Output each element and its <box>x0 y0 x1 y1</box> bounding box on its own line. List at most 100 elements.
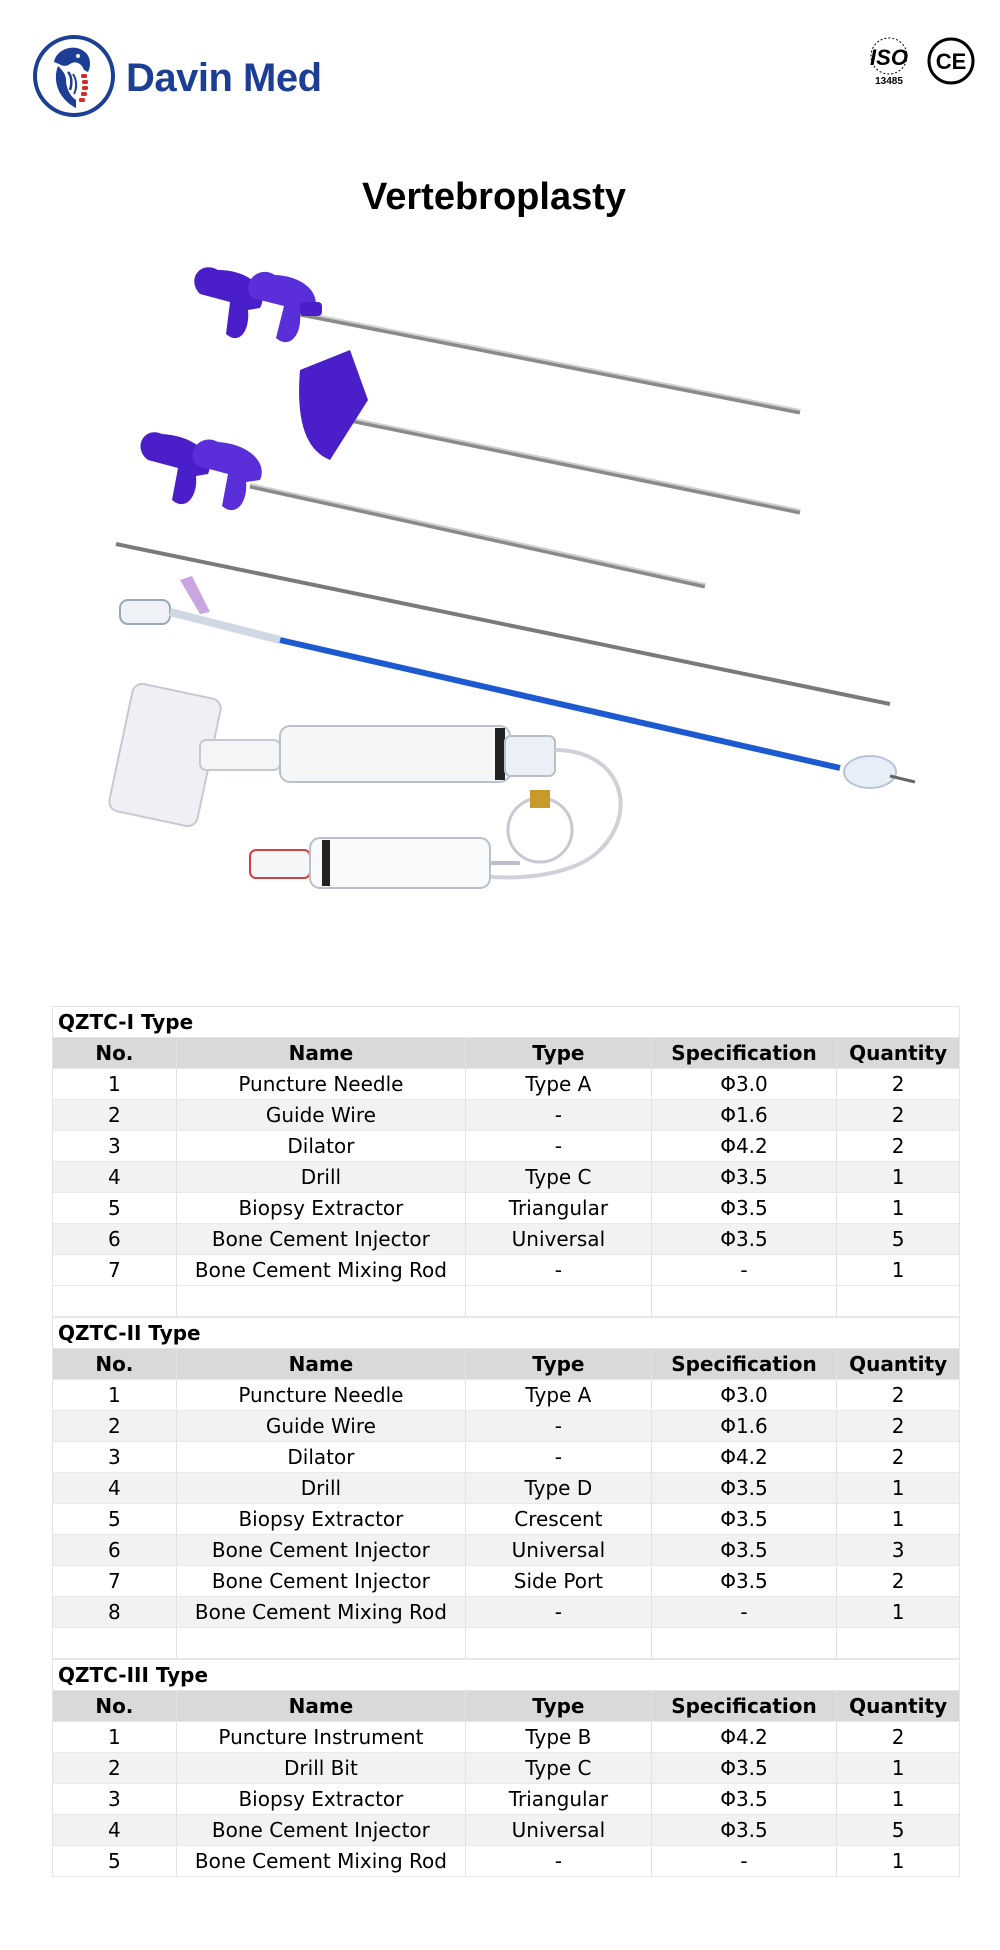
cell-type: Triangular <box>466 1193 652 1223</box>
cement-injector-illustration <box>108 682 623 889</box>
cell-name: Bone Cement Injector <box>177 1566 467 1596</box>
cell-name: Biopsy Extractor <box>177 1193 467 1223</box>
cell-no: 7 <box>53 1255 177 1285</box>
cell-specification: Φ3.0 <box>652 1069 838 1099</box>
cell-name: Bone Cement Mixing Rod <box>177 1846 467 1876</box>
cell-no: 5 <box>53 1846 177 1876</box>
cell-type: Crescent <box>466 1504 652 1534</box>
cell-quantity: 1 <box>891 1507 905 1531</box>
cell-no: 1 <box>53 1069 177 1099</box>
empty-cell <box>466 1286 652 1316</box>
cell-type: Side Port <box>466 1566 652 1596</box>
cell-name: Drill <box>176 1162 467 1192</box>
cell-specification: Φ3.5 <box>651 1473 838 1503</box>
cell-specification: - <box>652 1255 838 1285</box>
cell-specification: Φ3.5 <box>651 1535 838 1565</box>
cell-quantity: 2 <box>891 1569 905 1593</box>
cell-type: - <box>466 1255 652 1285</box>
cell-no: 5 <box>53 1193 177 1223</box>
empty-cell <box>53 1286 177 1316</box>
cell-name: Bone Cement Injector <box>176 1815 467 1845</box>
dilator-illustration <box>299 350 801 515</box>
column-header-name: Name <box>176 1038 467 1068</box>
cell-specification: Φ4.2 <box>652 1442 838 1472</box>
column-header-quantity: Quantity <box>837 1038 960 1068</box>
table-spacer-row <box>53 1628 959 1659</box>
cell-specification: Φ3.0 <box>652 1380 838 1410</box>
iso-label: ISO <box>870 45 908 70</box>
cell-specification: Φ1.6 <box>651 1100 838 1130</box>
cell-no: 2 <box>53 1100 177 1130</box>
kit-title: QZTC-II Type <box>53 1318 959 1349</box>
cell-name: Drill Bit <box>176 1753 467 1783</box>
cell-specification: - <box>651 1597 838 1627</box>
column-header-type: Type <box>466 1038 652 1068</box>
cell-quantity: 1 <box>891 1787 905 1811</box>
cell-type: Type A <box>466 1069 652 1099</box>
cell-specification: Φ3.5 <box>651 1162 838 1192</box>
cell-type: - <box>466 1846 652 1876</box>
cell-type: - <box>466 1411 652 1441</box>
cell-quantity: 3 <box>837 1535 960 1565</box>
cell-specification: Φ3.5 <box>652 1193 838 1223</box>
cell-type: Type C <box>466 1753 652 1783</box>
cell-type: Universal <box>466 1224 652 1254</box>
cell-no: 7 <box>53 1566 177 1596</box>
kit-title: QZTC-III Type <box>53 1660 959 1691</box>
cell-no: 1 <box>53 1722 177 1752</box>
column-header-no: No. <box>53 1038 177 1068</box>
cell-type: Triangular <box>466 1784 652 1814</box>
cell-name: Bone Cement Mixing Rod <box>176 1597 467 1627</box>
cell-name: Bone Cement Injector <box>176 1224 467 1254</box>
cell-type: Universal <box>466 1535 652 1565</box>
cell-no: 5 <box>53 1504 177 1534</box>
cell-no: 3 <box>53 1784 177 1814</box>
cell-type: Type D <box>466 1473 652 1503</box>
cell-no: 4 <box>53 1815 177 1845</box>
cell-type: Universal <box>466 1815 652 1845</box>
empty-cell <box>837 1286 959 1316</box>
cell-name: Dilator <box>177 1131 467 1161</box>
cell-no: 8 <box>53 1597 177 1627</box>
iso-number: 13485 <box>875 76 903 87</box>
ce-mark-icon: CE <box>927 37 975 85</box>
cell-name: Dilator <box>177 1442 467 1472</box>
cell-quantity: 5 <box>837 1815 960 1845</box>
cell-quantity: 1 <box>837 1597 960 1627</box>
cell-name: Puncture Needle <box>177 1380 467 1410</box>
cell-no: 4 <box>53 1473 177 1503</box>
cell-type: - <box>466 1597 652 1627</box>
cell-type: - <box>466 1131 652 1161</box>
cell-specification: Φ3.5 <box>652 1784 838 1814</box>
cell-quantity: 2 <box>891 1134 905 1158</box>
cell-no: 4 <box>53 1162 177 1192</box>
cell-specification: - <box>652 1846 838 1876</box>
cell-specification: Φ1.6 <box>651 1411 838 1441</box>
cell-specification: Φ4.2 <box>652 1131 838 1161</box>
cell-quantity: 2 <box>891 1072 905 1096</box>
cell-quantity: 1 <box>891 1196 905 1220</box>
cell-quantity: 1 <box>837 1473 960 1503</box>
cell-specification: Φ3.5 <box>651 1753 838 1783</box>
column-header-quantity: Quantity <box>837 1349 960 1379</box>
page-header: Davin Med ISO 13485 CE <box>0 0 1000 130</box>
cell-quantity: 2 <box>891 1383 905 1407</box>
